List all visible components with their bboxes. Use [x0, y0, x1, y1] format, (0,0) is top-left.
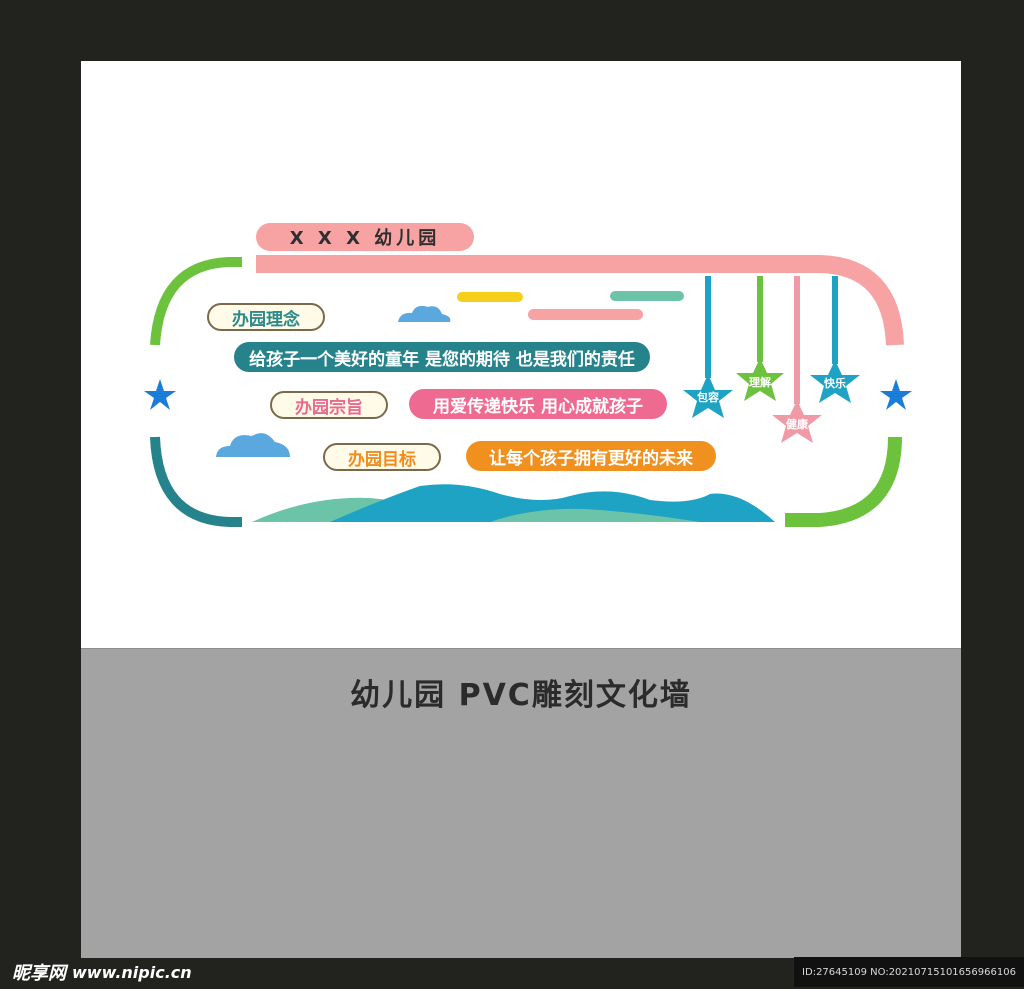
- right-bracket-bottom: [785, 436, 902, 527]
- star-label-tolerance: 包容: [697, 391, 719, 404]
- star-label-health: 健康: [786, 418, 808, 431]
- floor-area: [81, 648, 961, 958]
- cloud-icon: [216, 433, 290, 457]
- watermark-brand: 昵享网 www.nipic.cn: [12, 957, 192, 987]
- image-id-strip: ID:27645109 NO:20210715101656966106: [794, 957, 1024, 987]
- star-icon: [683, 374, 733, 418]
- star-icon: [880, 379, 912, 410]
- star-icon: [736, 358, 784, 401]
- section-text-purpose: 用爱传递快乐 用心成就孩子: [409, 389, 667, 419]
- section-label-purpose: 办园宗旨: [270, 391, 388, 419]
- section-text-philosophy: 给孩子一个美好的童年 是您的期待 也是我们的责任: [234, 342, 650, 372]
- deco-bar-yellow: [457, 292, 523, 302]
- star-icon: [144, 379, 176, 410]
- brand-name: 昵享网: [12, 963, 66, 984]
- top-pink-bar: [256, 255, 904, 346]
- section-text-goal: 让每个孩子拥有更好的未来: [466, 441, 716, 471]
- kindergarten-title: X X X 幼儿园: [256, 223, 474, 251]
- deco-bar-pink: [528, 309, 643, 320]
- left-bracket-bottom: [150, 436, 242, 527]
- deco-bar-green: [610, 291, 684, 301]
- star-label-understanding: 理解: [749, 376, 771, 389]
- star-icon: [810, 360, 860, 403]
- brand-site: www.nipic.cn: [72, 962, 192, 982]
- section-label-philosophy: 办园理念: [207, 303, 325, 331]
- hill-shape: [490, 508, 700, 522]
- product-caption: 幼儿园 PVC雕刻文化墙: [350, 678, 692, 713]
- hill-shape: [330, 484, 775, 522]
- left-bracket-top: [150, 257, 242, 346]
- star-label-happiness: 快乐: [824, 377, 846, 390]
- cloud-icon: [398, 305, 451, 322]
- section-label-goal: 办园目标: [323, 443, 441, 471]
- star-icon: [772, 400, 822, 443]
